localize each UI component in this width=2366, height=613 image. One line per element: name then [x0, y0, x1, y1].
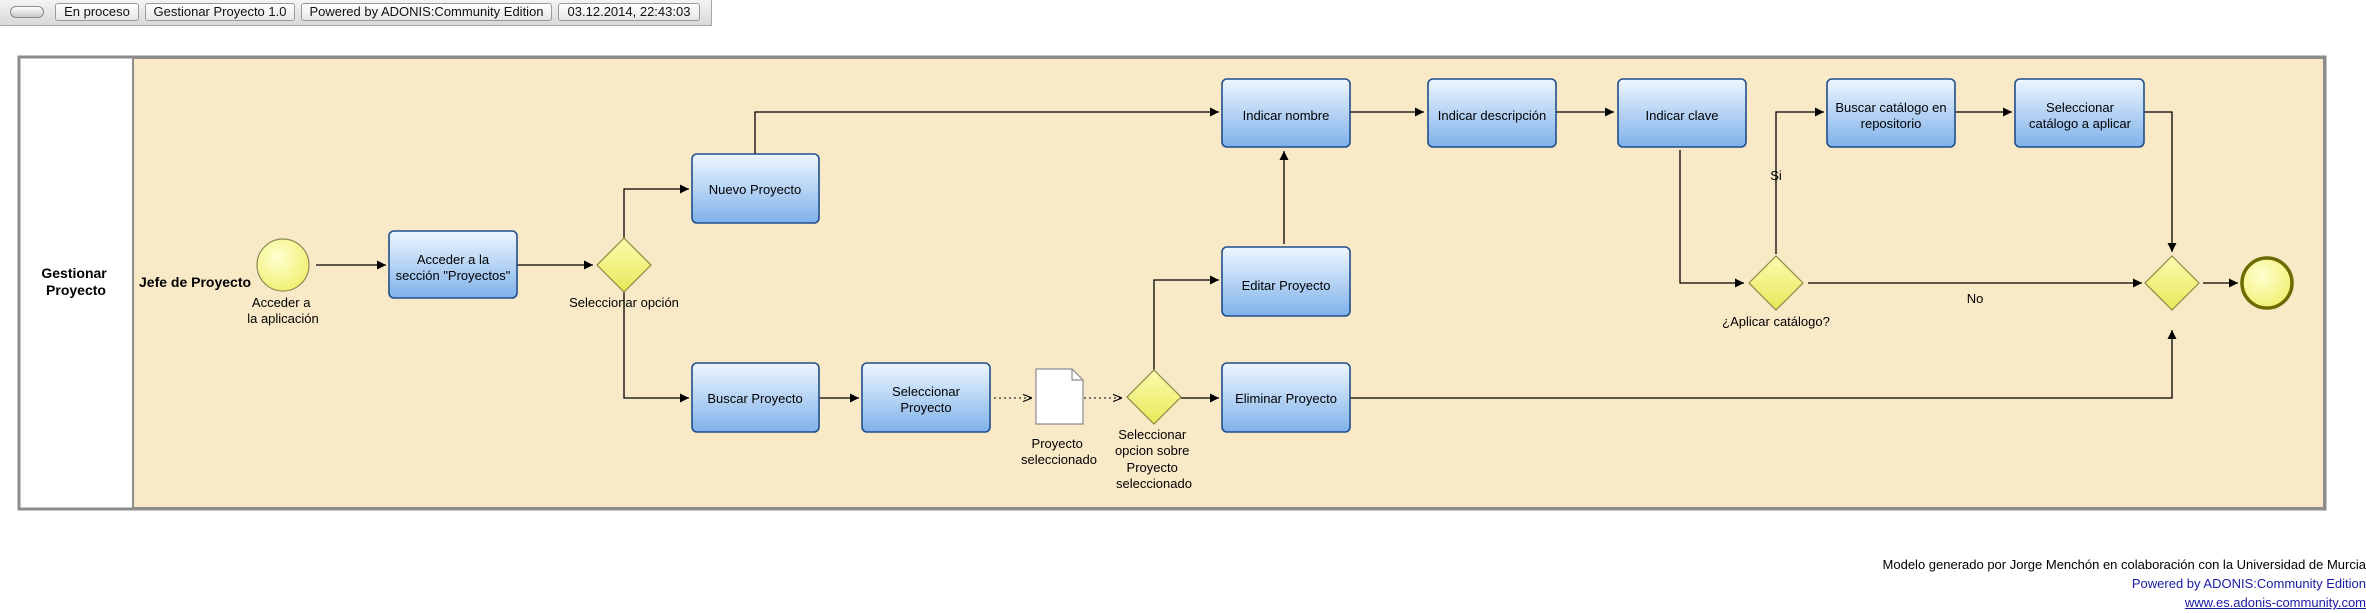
gateway-final[interactable]	[2144, 255, 2200, 311]
flow-clave-gateway	[1679, 150, 1744, 288]
svg-text:Indicar clave: Indicar clave	[1646, 108, 1719, 123]
start-event-label: Acceder a la aplicación	[247, 295, 319, 326]
powered-by-button[interactable]: Powered by ADONIS:Community Edition	[301, 3, 552, 21]
svg-text:Eliminar Proyecto: Eliminar Proyecto	[1235, 391, 1337, 406]
gateway-aplicar-catalogo[interactable]	[1748, 255, 1804, 311]
end-event[interactable]	[2240, 256, 2294, 310]
data-object-label: Proyecto seleccionado	[1021, 436, 1097, 467]
svg-text:Indicar nombre: Indicar nombre	[1243, 108, 1330, 123]
svg-text:Indicar descripción: Indicar descripción	[1438, 108, 1546, 123]
task-editar-proyecto[interactable]: Editar Proyecto	[1221, 246, 1351, 317]
flow-gw-editar	[1153, 275, 1219, 370]
gateway-seleccionar-opcion[interactable]	[596, 237, 652, 293]
task-buscar-proyecto[interactable]: Buscar Proyecto	[691, 362, 820, 433]
toolbar: En proceso Gestionar Proyecto 1.0 Powere…	[0, 0, 712, 26]
start-event[interactable]	[256, 238, 310, 292]
data-object-proyecto-seleccionado[interactable]	[1035, 368, 1084, 425]
footer-link[interactable]: www.es.adonis-community.com	[2184, 595, 2366, 610]
timestamp-button[interactable]: 03.12.2014, 22:43:03	[558, 3, 700, 21]
svg-text:Editar Proyecto: Editar Proyecto	[1242, 278, 1331, 293]
flow-label-si: Si	[1770, 168, 1782, 183]
sequence-flows	[316, 107, 2238, 403]
gateway-aplicar-catalogo-label: ¿Aplicar catálogo?	[1722, 314, 1830, 329]
gateway-seleccionar-opcion-label: Seleccionar opción	[569, 295, 679, 310]
task-eliminar-proyecto[interactable]: Eliminar Proyecto	[1221, 362, 1351, 433]
task-indicar-clave[interactable]: Indicar clave	[1617, 78, 1747, 148]
task-indicar-nombre[interactable]: Indicar nombre	[1221, 78, 1351, 148]
footer-credit: Modelo generado por Jorge Menchón en col…	[1882, 557, 2366, 572]
svg-text:Buscar Proyecto: Buscar Proyecto	[707, 391, 802, 406]
pool-label: Gestionar Proyecto	[41, 265, 110, 298]
flow-label-no: No	[1967, 291, 1984, 306]
footer-powered-by: Powered by ADONIS:Community Edition	[2131, 576, 2366, 591]
task-indicar-descripcion[interactable]: Indicar descripción	[1427, 78, 1557, 148]
flow-sel-cat-final-gateway	[2144, 111, 2177, 252]
lane-label: Jefe de Proyecto	[139, 274, 251, 290]
gateway-opcion-sobre-proyecto[interactable]	[1126, 369, 1182, 425]
status-button[interactable]: En proceso	[55, 3, 139, 21]
flow-gateway-nuevo	[623, 184, 689, 238]
svg-text:Nuevo Proyecto: Nuevo Proyecto	[709, 182, 802, 197]
model-name-button[interactable]: Gestionar Proyecto 1.0	[145, 3, 295, 21]
flow-gateway-buscar-catalogo	[1775, 107, 1824, 254]
flow-gateway-buscar	[623, 292, 689, 403]
task-nuevo-proyecto[interactable]: Nuevo Proyecto	[691, 153, 820, 224]
toggle-switch[interactable]	[10, 6, 44, 18]
gateway-opcion-sobre-proyecto-label: Seleccionar opcion sobre Proyecto selecc…	[1115, 427, 1193, 491]
flow-nuevo-nombre	[754, 107, 1219, 154]
flow-eliminar-final-gateway	[1350, 330, 2177, 399]
